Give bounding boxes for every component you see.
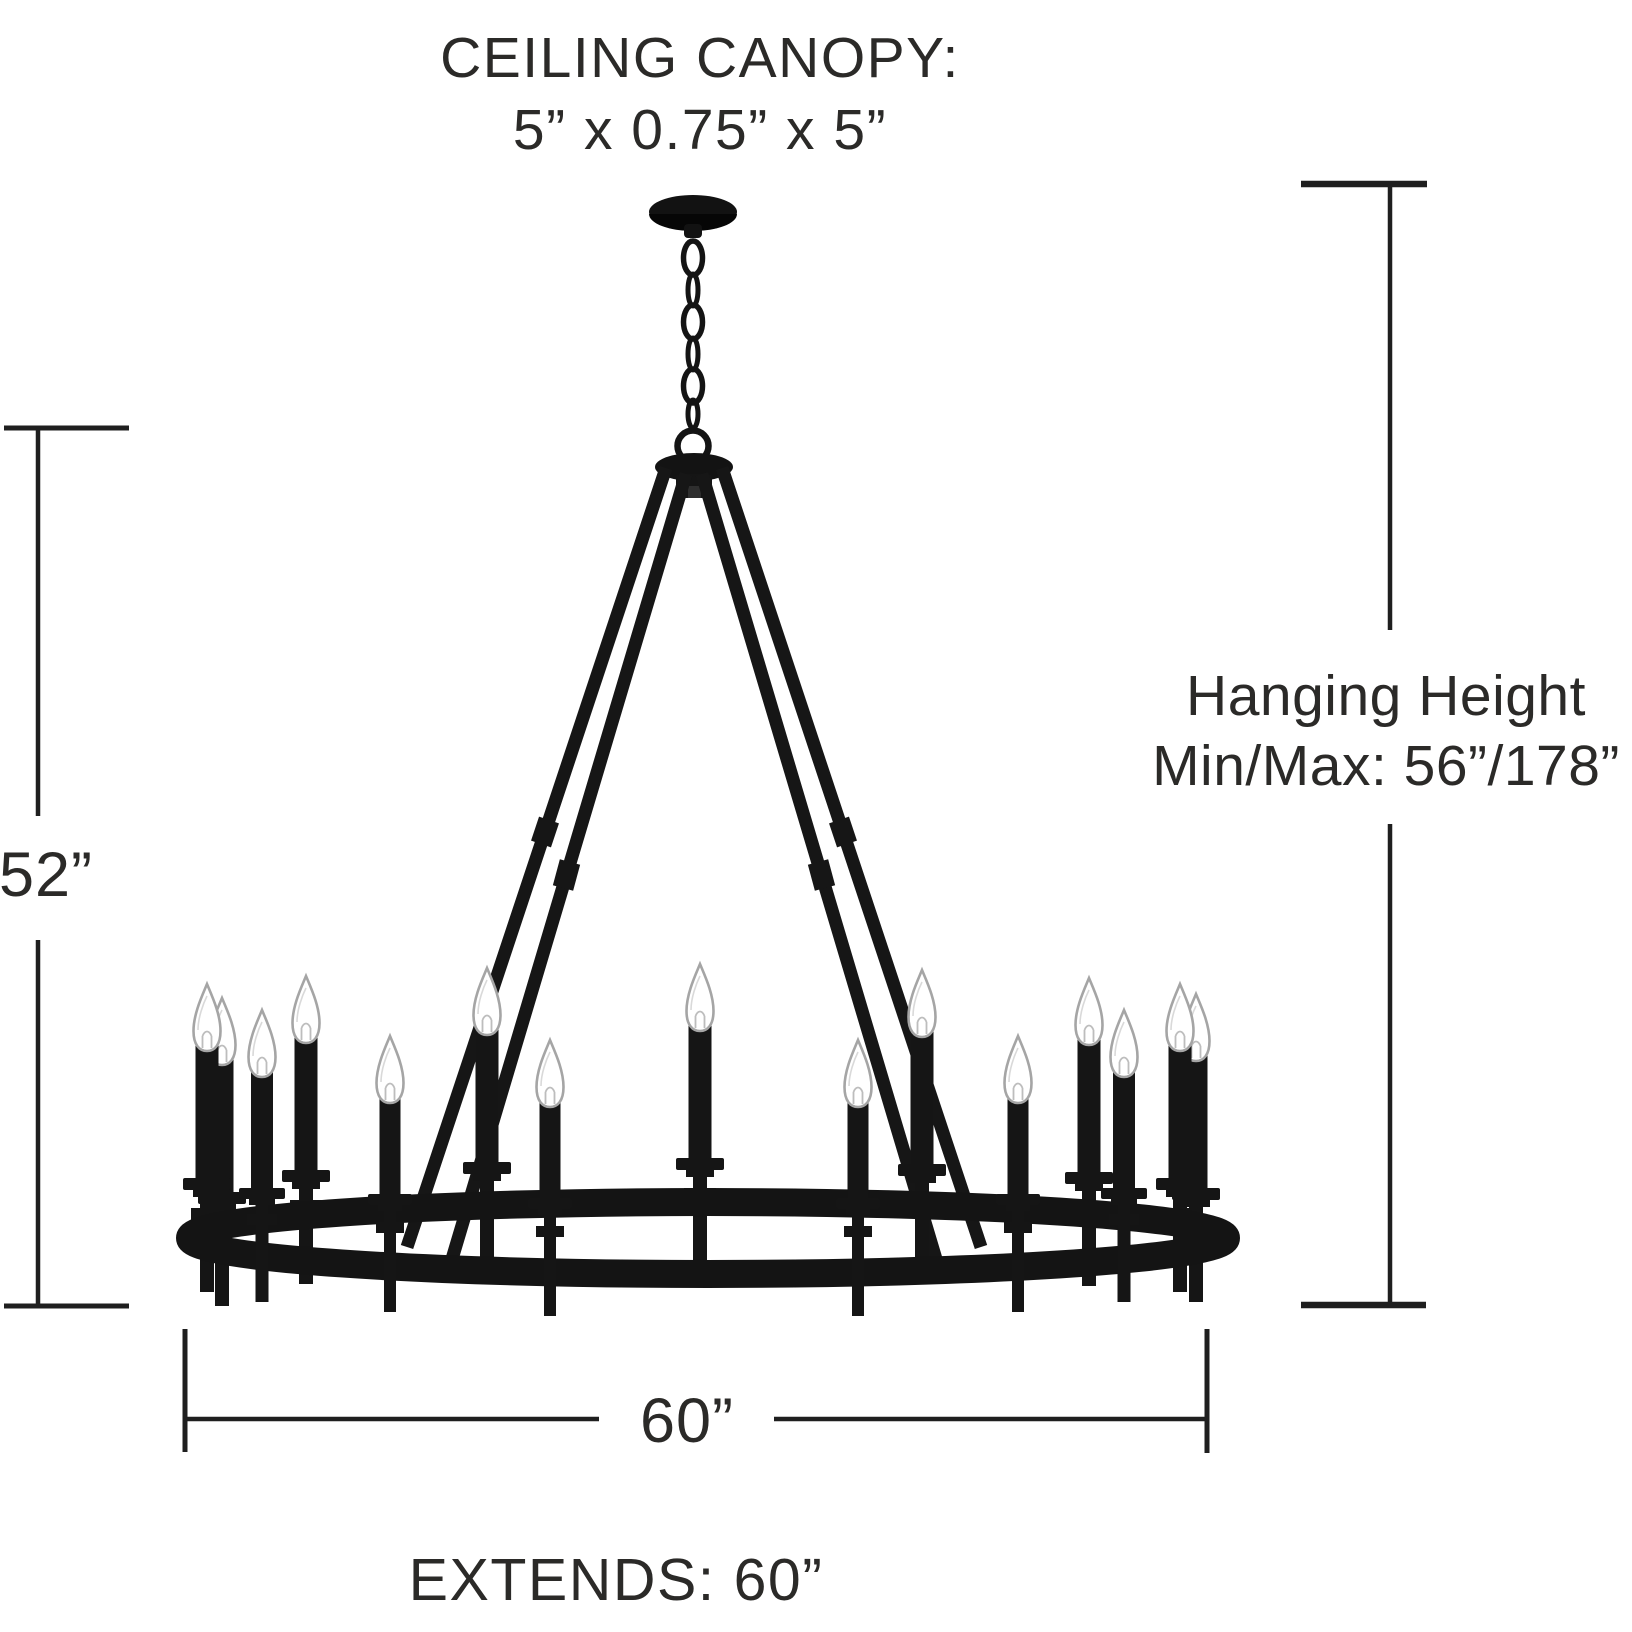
hanging-height-label: Hanging Height Min/Max: 56”/178” xyxy=(1152,661,1620,801)
width-60-dimension-line xyxy=(182,1329,1210,1453)
canopy-and-chain xyxy=(649,195,737,465)
extends-label: EXTENDS: 60” xyxy=(408,1547,824,1613)
width-60-label: 60” xyxy=(639,1386,735,1456)
wheel-ring xyxy=(176,1188,1240,1288)
hanging-height-line2: Min/Max: 56”/178” xyxy=(1152,734,1620,798)
height-52-dimension-line xyxy=(4,425,129,1309)
ceiling-canopy-line2: 5” x 0.75” x 5” xyxy=(512,98,888,162)
ceiling-canopy-line1: CEILING CANOPY: xyxy=(440,26,960,90)
hanging-height-dimension-line xyxy=(1301,180,1427,1309)
hanging-height-line1: Hanging Height xyxy=(1186,664,1586,728)
height-52-label: 52” xyxy=(0,840,94,910)
ceiling-canopy-label: CEILING CANOPY: 5” x 0.75” x 5” xyxy=(440,22,960,166)
chandelier xyxy=(176,195,1240,1316)
